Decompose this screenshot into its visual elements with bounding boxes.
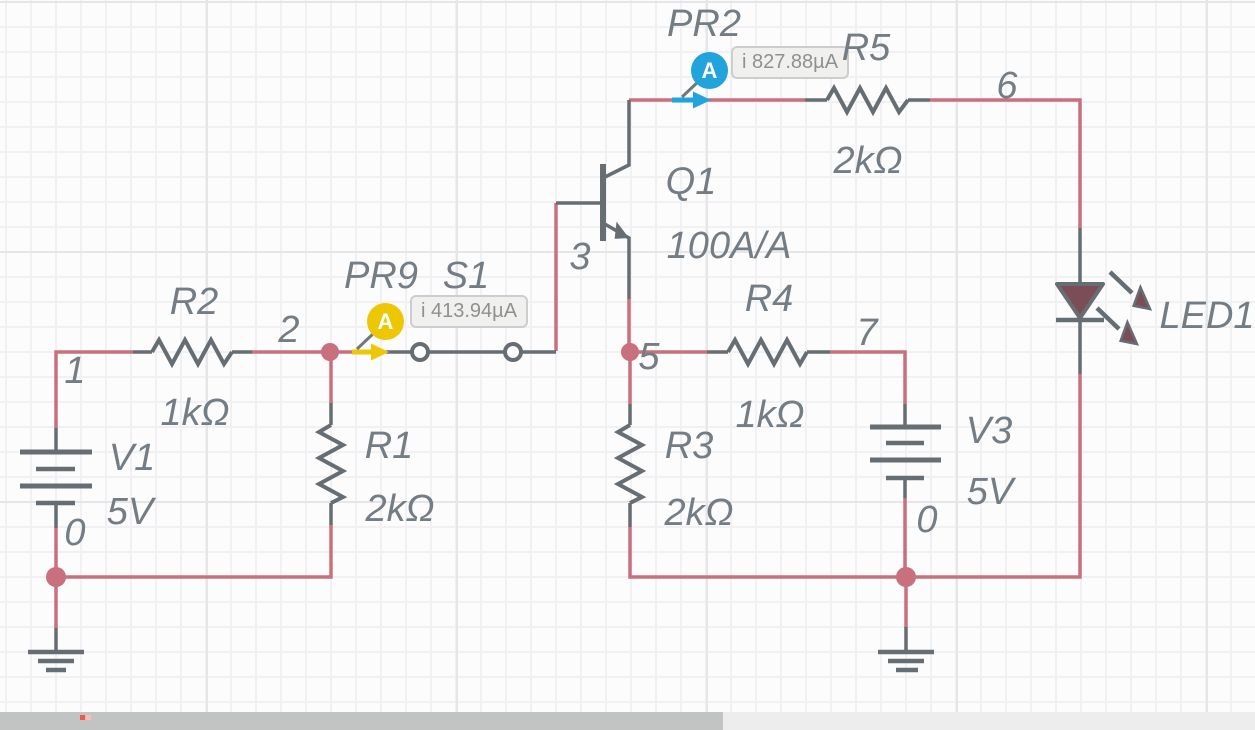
- r3-label: R3: [664, 425, 714, 467]
- horizontal-scrollbar[interactable]: [0, 712, 1255, 730]
- s1-terminal-left[interactable]: [410, 342, 430, 362]
- r2-label: R2: [169, 281, 219, 323]
- r4-label: R4: [744, 278, 794, 320]
- pr2-reading-value: i 827.88µA: [742, 51, 839, 73]
- r4-value: 1kΩ: [735, 394, 805, 436]
- r5-value: 2kΩ: [833, 140, 903, 182]
- s1-label: S1: [442, 255, 490, 297]
- pr2-ammeter-probe[interactable]: A: [691, 52, 728, 89]
- r1-label: R1: [364, 425, 414, 467]
- v1-label: V1: [108, 437, 156, 479]
- wire-bottom-right[interactable]: [628, 374, 1082, 579]
- led1-emission-arrows: [1095, 270, 1153, 346]
- q1-label: Q1: [665, 161, 717, 203]
- r3-body[interactable]: [613, 423, 647, 505]
- component-leads[interactable]: [54, 98, 1082, 528]
- pr9-badge-letter: A: [377, 308, 394, 334]
- v3-short-plates[interactable]: [886, 440, 924, 481]
- led1-label: LED1: [1159, 295, 1255, 337]
- node-label-1: 1: [64, 350, 86, 392]
- v1-value: 5V: [106, 491, 154, 533]
- v3-value: 5V: [966, 471, 1014, 513]
- ground-right-bars[interactable]: [878, 649, 934, 673]
- r1-value: 2kΩ: [365, 488, 435, 530]
- ground-right[interactable]: [878, 627, 934, 673]
- pr2-label: PR2: [667, 3, 741, 45]
- r5-label: R5: [841, 27, 891, 69]
- ground-left[interactable]: [28, 628, 84, 673]
- junction-node5: [621, 343, 639, 361]
- v1-long-plates[interactable]: [20, 449, 92, 489]
- pr9-reading-value: i 413.94µA: [421, 300, 518, 322]
- node-label-3: 3: [569, 236, 591, 278]
- v3-long-plates[interactable]: [870, 424, 941, 463]
- switch-s1[interactable]: [410, 342, 523, 362]
- led1[interactable]: [1055, 270, 1156, 350]
- pr9-reading-box[interactable]: i 413.94µA: [410, 295, 529, 328]
- wire-node7[interactable]: [830, 350, 907, 404]
- r1-body[interactable]: [314, 423, 348, 505]
- junction-gnd-right: [896, 567, 916, 587]
- junction-node2: [321, 343, 339, 361]
- resistors[interactable]: [150, 83, 910, 505]
- s1-terminal-right[interactable]: [503, 342, 523, 362]
- pr2-reading-box[interactable]: i 827.88µA: [731, 46, 850, 79]
- schematic-graphics: [20, 78, 1156, 673]
- node-label-5: 5: [638, 336, 660, 378]
- minimap-mark-1: [80, 715, 85, 720]
- node-label-0-left: 0: [64, 512, 86, 554]
- wire-node1[interactable]: [54, 350, 133, 428]
- minimap-mark-2: [86, 715, 91, 720]
- junction-dots: [46, 343, 916, 587]
- ground-left-bars[interactable]: [28, 649, 84, 673]
- pr9-ammeter-probe[interactable]: A: [367, 303, 404, 340]
- r3-value: 2kΩ: [664, 492, 734, 534]
- wire-node6[interactable]: [930, 98, 1082, 228]
- node-label-2: 2: [278, 309, 300, 351]
- led1-triangle[interactable]: [1055, 282, 1105, 320]
- junction-gnd-left: [46, 567, 66, 587]
- q1-collector[interactable]: [602, 100, 631, 180]
- transistor-q1[interactable]: [600, 100, 633, 299]
- wire-bottom-left[interactable]: [54, 525, 333, 579]
- q1-emitter-arrow: [614, 221, 629, 239]
- q1-value: 100A/A: [666, 225, 792, 267]
- node-label-6: 6: [996, 65, 1018, 107]
- scrollbar-thumb[interactable]: [0, 712, 723, 730]
- wires[interactable]: [54, 98, 1082, 628]
- battery-v1[interactable]: [20, 449, 92, 506]
- r2-value: 1kΩ: [160, 392, 230, 434]
- battery-v3[interactable]: [870, 424, 941, 481]
- v1-short-plates[interactable]: [36, 466, 75, 506]
- v3-label: V3: [965, 410, 1013, 452]
- schematic-canvas[interactable]: A A i 827.88µA i 413.94µA PR2 PR9 S1 R5 …: [0, 0, 1255, 712]
- r2-body[interactable]: [150, 335, 234, 369]
- r5-body[interactable]: [825, 83, 910, 117]
- r4-body[interactable]: [726, 335, 809, 369]
- pr2-badge-letter: A: [701, 57, 718, 83]
- pr9-label: PR9: [344, 255, 418, 297]
- node-label-0-right: 0: [916, 499, 938, 541]
- node-label-7: 7: [856, 312, 878, 354]
